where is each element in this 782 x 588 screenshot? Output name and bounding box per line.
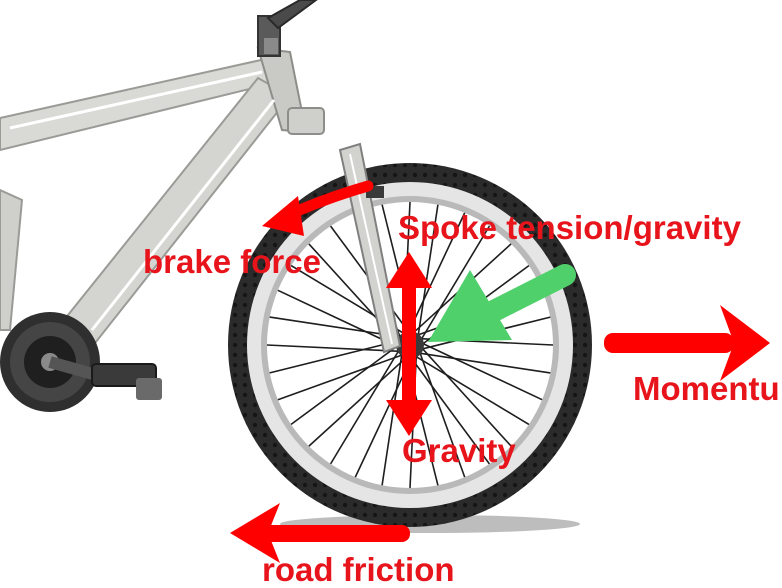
gravity-label: Gravity — [402, 432, 516, 469]
bicycle-frame — [0, 46, 308, 354]
spoke-tension-label: Spoke tension/gravity — [398, 209, 741, 246]
momentum-arrow — [604, 305, 770, 381]
wheel-spoke — [420, 225, 491, 341]
wheel-spoke — [329, 349, 400, 465]
wheel-spoke — [381, 353, 403, 486]
wheel-spoke — [277, 289, 399, 348]
gravity-arrow — [386, 252, 432, 436]
road-friction-arrow — [230, 503, 410, 563]
wheel-spoke — [421, 347, 512, 447]
brake-force-label: brake force — [143, 243, 321, 280]
wheel-spoke — [407, 212, 466, 334]
wheel-spoke — [269, 340, 399, 374]
handlebar-stem — [257, 0, 325, 135]
wheel-spoke — [409, 356, 491, 465]
wheel-spoke — [421, 342, 543, 401]
wheel-spoke — [414, 355, 530, 426]
wheel-spoke — [266, 344, 400, 353]
wheel-spoke — [418, 351, 466, 478]
pointer-arrow — [428, 264, 576, 342]
brake-force-arrow — [262, 180, 374, 236]
wheel-spoke — [308, 356, 408, 447]
wheel-spoke — [290, 344, 399, 426]
wheel-spoke — [277, 353, 404, 401]
momentum-label: Momentu — [633, 370, 780, 407]
road-friction-label: road friction — [262, 551, 455, 588]
chainring — [0, 312, 162, 412]
wheel-spoke — [417, 204, 439, 337]
wheel-spoke — [418, 352, 551, 374]
